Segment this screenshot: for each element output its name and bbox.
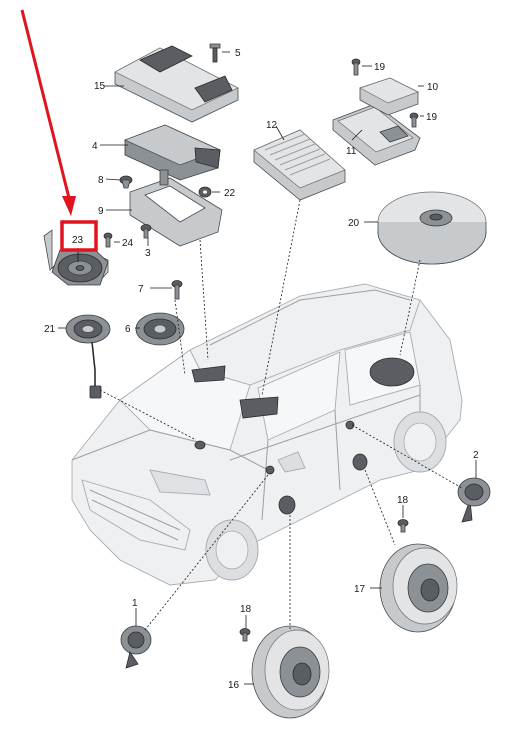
dash-speaker-location	[191, 365, 226, 383]
callout-24: 24	[122, 238, 134, 249]
callout-20: 20	[348, 218, 360, 229]
part-19-screw-side[interactable]	[409, 112, 419, 128]
roof-module-location	[239, 396, 279, 419]
part-1-tweeter[interactable]	[120, 625, 152, 669]
part-17-door-speaker[interactable]	[379, 543, 458, 633]
callout-22: 22	[224, 188, 236, 199]
callout-5: 5	[235, 48, 241, 59]
part-9-bracket[interactable]	[129, 169, 223, 247]
part-10-module[interactable]	[359, 77, 419, 116]
callout-8: 8	[98, 175, 104, 186]
spare-wheel-subwoofer-location	[369, 357, 415, 387]
part-19-screw-top[interactable]	[351, 58, 361, 76]
part-7-screw[interactable]	[171, 280, 183, 300]
highlight-box	[60, 220, 98, 252]
part-4-control-unit[interactable]	[123, 124, 222, 181]
rear-tweeter-location	[345, 420, 355, 430]
part-15-housing[interactable]	[114, 45, 239, 123]
part-18-screw-right[interactable]	[397, 519, 409, 533]
callout-19-side: 19	[426, 112, 438, 123]
a-pillar-tweeter-location	[194, 440, 206, 450]
callout-7: 7	[138, 284, 144, 295]
part-8-screw[interactable]	[119, 175, 133, 189]
callout-4: 4	[92, 141, 98, 152]
vehicle-body	[71, 283, 463, 586]
part-21-speaker[interactable]	[65, 314, 111, 399]
callout-labels: 5 15 4 8 9 22 3 23 24 7 21 6 12 11 10 19…	[44, 48, 479, 691]
callout-19-top: 19	[374, 62, 386, 73]
callout-16: 16	[228, 680, 240, 691]
callout-1: 1	[132, 598, 138, 609]
callout-11: 11	[346, 146, 357, 157]
callout-12: 12	[266, 120, 278, 131]
part-12-amplifier[interactable]	[253, 129, 346, 201]
callout-17: 17	[354, 584, 366, 595]
part-5-screw[interactable]	[209, 43, 221, 63]
front-door-speaker-location	[278, 495, 296, 515]
leader-lines	[58, 51, 477, 685]
callout-6: 6	[125, 324, 131, 335]
callout-21: 21	[44, 324, 56, 335]
callout-15: 15	[94, 81, 106, 92]
rear-door-speaker-location	[352, 453, 368, 471]
callout-3: 3	[145, 248, 151, 259]
part-11-plate[interactable]	[332, 103, 421, 166]
callout-23: 23	[72, 235, 84, 246]
part-23-speaker-bracket[interactable]	[43, 229, 109, 286]
part-3-screw[interactable]	[140, 224, 152, 239]
callout-10: 10	[427, 82, 439, 93]
highlight-arrow	[20, 9, 76, 216]
callout-2: 2	[473, 450, 479, 461]
part-24-screw[interactable]	[103, 232, 113, 248]
part-20-subwoofer[interactable]	[377, 191, 487, 265]
mirror-tweeter-location	[265, 465, 275, 475]
callout-18-right: 18	[397, 495, 409, 506]
callout-18-left: 18	[240, 604, 252, 615]
part-2-tweeter[interactable]	[457, 477, 491, 523]
part-6-speaker[interactable]	[135, 312, 185, 346]
part-16-door-speaker[interactable]	[251, 625, 330, 719]
callout-9: 9	[98, 206, 104, 217]
part-18-screw-left[interactable]	[239, 628, 251, 642]
part-22-nut[interactable]	[198, 186, 212, 198]
